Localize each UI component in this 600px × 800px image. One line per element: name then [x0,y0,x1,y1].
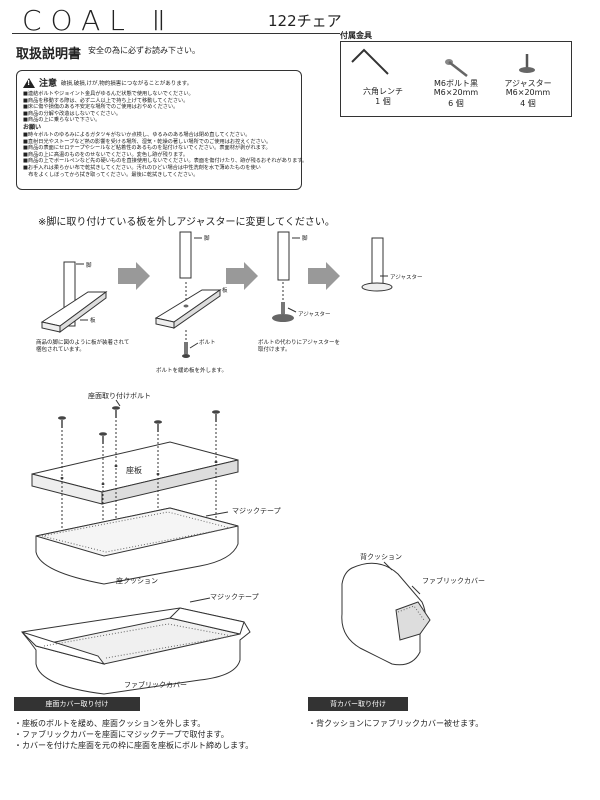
note-item: ■時々ボルトのゆるみによるガタツキがないか点検し、ゆるみのある場合は閉め直してく… [23,131,251,138]
seat-cover-step: ・座板のボルトを緩め、座面クッションを外します。 [14,719,206,728]
seat-cover-header: 座面カバー取り付け [14,697,140,711]
screw-icon [212,410,220,422]
finished-leg-diagram [361,237,393,292]
note-item: ■商品の上に高温のものをのせないでください。変色し跡が残ります。 [23,151,189,158]
leg-with-board-diagram [40,261,108,333]
parts-box [340,41,572,117]
caution-item: ■商品を移動する際は、必ず二人以上で持ち上げて移動してください。 [23,97,189,104]
part-qty-adjuster: 4 個 [520,99,536,108]
leg-note-3: ボルトの代わりにアジャスターを [258,340,341,346]
seat-cover-step: ・カバーを付けた座面を元の枠に座面を座板にボルト締めします。 [14,741,254,750]
brand-name: COAL Ⅱ [22,4,175,37]
warning-icon: ! [23,77,35,88]
leg-label: 脚 [302,236,308,242]
note-item: ■商品の表面にセロテープやシールなど粘着性のあるものを貼付けないでください。表面… [23,145,271,152]
leg-label: 脚 [204,236,210,242]
fabric-cover-label: ファブリックカバー [422,577,485,585]
screw-icon [112,406,120,418]
velcro-label: マジックテープ [210,593,259,601]
parts-title: 付属金具 [340,31,372,40]
bolt-label: ボルト [199,340,216,346]
adjuster-label: アジャスター [298,312,331,318]
adjuster-label: アジャスター [390,275,423,281]
fabric-cover-diagram [21,607,251,695]
screw-icon [58,416,66,428]
leg-instruction: ※脚に取り付けている板を外しアジャスターに変更してください。 [38,217,335,228]
seat-cushion-diagram [35,507,239,585]
board-label: 板 [90,318,96,324]
back-cover-steps: ・背クッションにファブリックカバー被せます。 [308,718,483,729]
screw-icon [154,420,162,432]
leg-note-2: ボルトを緩め板を外します。 [156,368,227,374]
caution-item: ■商品の分解や改造はしないでください。 [23,110,122,117]
arrow-icon [118,262,150,290]
adjuster-icon [519,54,535,73]
leg-label: 脚 [86,263,92,269]
seat-board-diagram [31,441,239,505]
note-item: ■お手入れは柔らかい布で乾拭きしてください。汚れのひどい場合は中性洗剤を水で薄め… [23,164,261,171]
note-item: ■直射日光やストーブなど熱の影響を受ける場所、湿気・乾燥の著しい場所でのご使用は… [23,138,272,145]
part-name-bolt: M6ボルト黒 [434,79,478,88]
part-name-wrench: 六角レンチ [363,87,403,96]
leg-note-1: 商品の脚に図のように板が装着されて [36,340,130,346]
caution-header: ! 注意 破損,破損,けが,物的損害につながることがあります。 [23,76,295,89]
black-bolt-icon [445,59,468,77]
part-spec-adjuster: M6×20mm [505,88,551,97]
fabric-cover-label: ファブリックカバー [124,681,187,689]
arrow-icon [226,262,258,290]
note-label: お願い [23,123,42,131]
seat-bolt-label: 座面取り付けボルト [88,392,151,400]
caution-box: ! 注意 破損,破損,けが,物的損害につながることがあります。 ■連結ボルトやジ… [16,70,308,190]
note-item: ■商品の上でボールペンなど先の硬いものを直接使用しないでください。表面を傷付けた… [23,158,308,165]
bolt-icon [182,342,190,358]
adjuster-attach-diagram [272,231,300,322]
board-label: 板 [222,288,228,294]
leg-removal-diagram [154,231,222,358]
part-name-adjuster: アジャスター [504,79,552,88]
leg-note-3b: 取付けます。 [258,347,291,353]
caution-item: ■連結ボルトやジョイント金具がゆるんだ状態で使用しないでください。 [23,91,194,97]
caution-item: ■商品の上に乗らないで下さい。 [23,117,101,124]
caution-lead: 破損,破損,けが,物的損害につながることがあります。 [61,80,193,87]
seat-board-label: 座板 [126,466,142,475]
note-item: 布をよくしぼってから拭き取ってください。最後に乾拭きしてください。 [23,171,199,178]
part-spec-bolt: M6×20mm [433,88,479,97]
back-cover-header: 背カバー取り付け [308,697,408,711]
header-rule [12,33,340,34]
model-name: 122チェア [268,12,342,30]
hex-wrench-icon [351,48,389,75]
arrow-icon [308,262,340,290]
caution-item: ■床に傷や損傷のある不安定な場所でのご使用はおやめください。 [23,104,179,111]
document-subtitle: 安全の為に必ずお読み下さい。 [88,46,200,55]
part-qty-wrench: 1 個 [375,97,391,106]
back-cushion-diagram [341,562,431,666]
back-cover-step: ・背クッションにファブリックカバー被せます。 [308,719,484,728]
seat-cushion-label: 座クッション [116,577,158,585]
screw-icon [99,432,107,444]
leg-note-1b: 梱包されています。 [36,347,85,353]
part-qty-bolt: 6 個 [448,99,464,108]
document-title: 取扱説明書 [16,47,82,62]
back-cushion-label: 背クッション [360,553,402,561]
seat-cover-steps: ・座板のボルトを緩め、座面クッションを外します。 ・ファブリックカバーを座面にマ… [14,718,253,751]
caution-label: 注意 [39,79,58,89]
seat-cover-step: ・ファブリックカバーを座面にマジックテープで取付ます。 [14,730,229,739]
velcro-label: マジックテープ [232,507,281,515]
